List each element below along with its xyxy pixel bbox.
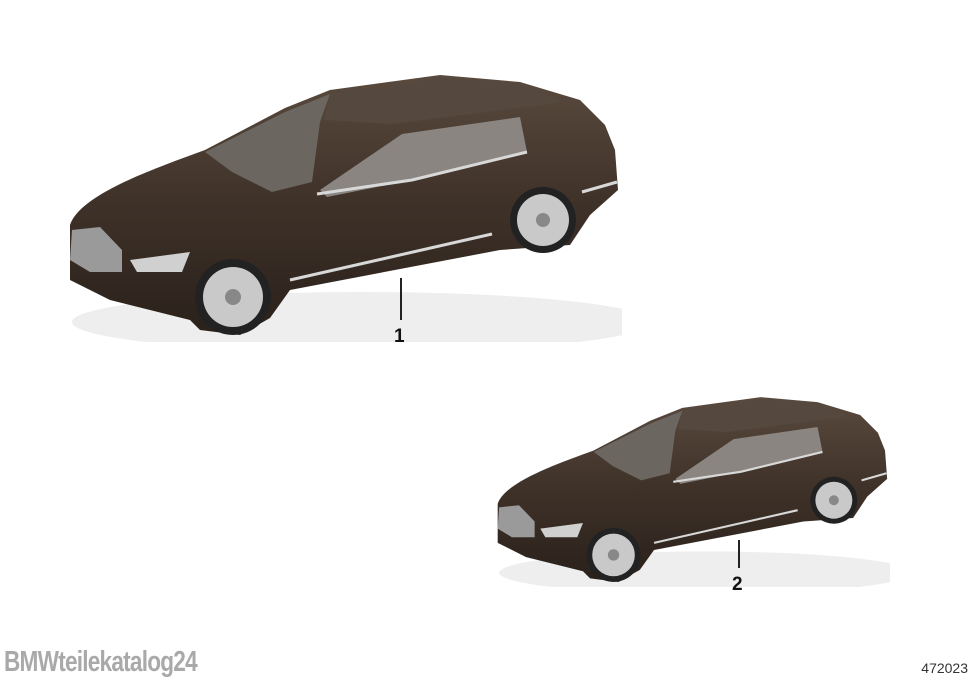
callout-leader-line <box>738 540 740 568</box>
model-car-small-image <box>496 396 890 587</box>
callout-2[interactable]: 2 <box>732 574 743 595</box>
callout-1[interactable]: 1 <box>394 326 405 347</box>
model-car-large-image <box>68 73 622 342</box>
callout-leader-line <box>400 278 402 320</box>
watermark: BMWteilekatalog24 <box>4 646 198 678</box>
diagram-id: 472023 <box>921 660 968 676</box>
